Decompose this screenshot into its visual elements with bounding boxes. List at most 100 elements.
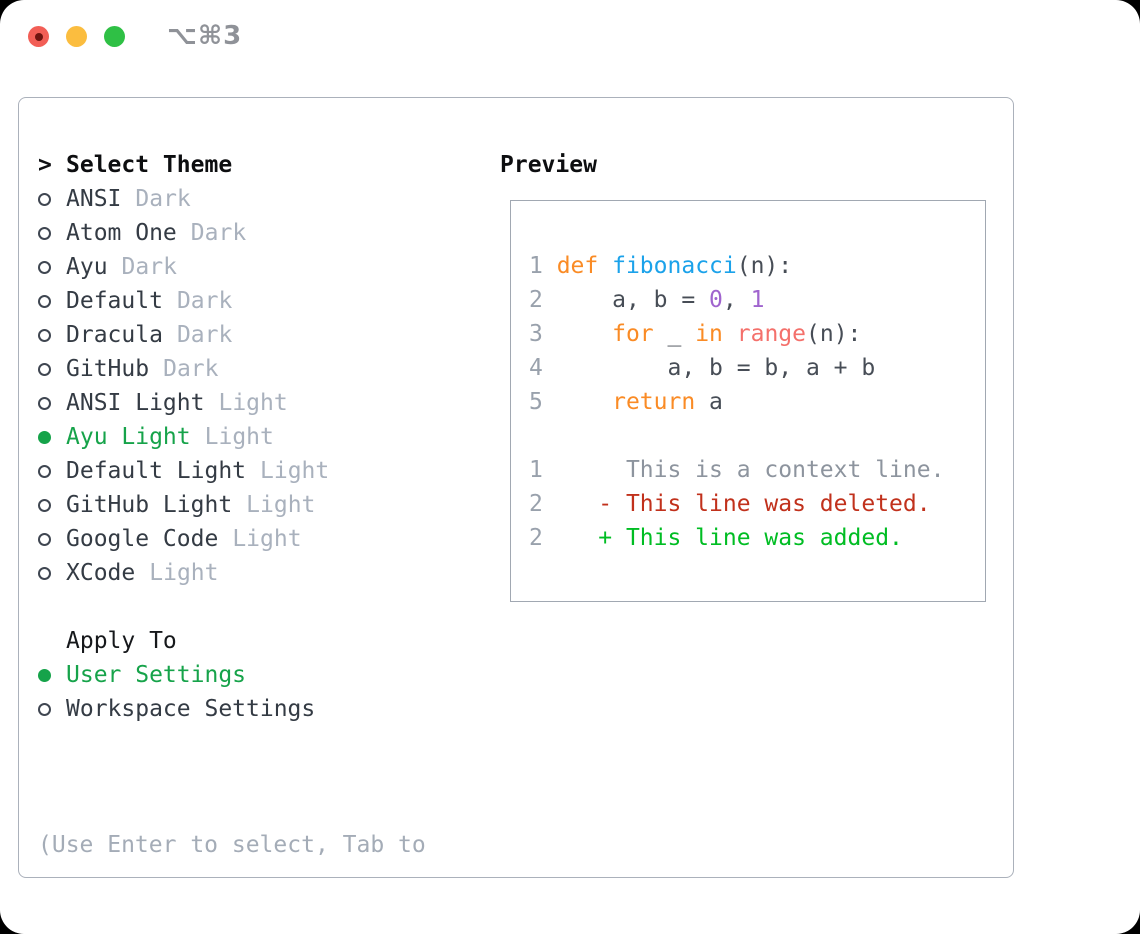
code-segment-add: + This line was added. [556, 525, 903, 551]
code-segment-pl: (n): [806, 321, 862, 347]
radio-icon [38, 226, 51, 240]
code-line: 1 This is a context line. [529, 453, 979, 487]
select-theme-header: > Select Theme [38, 148, 329, 182]
apply-to-option[interactable]: Workspace Settings [38, 692, 329, 726]
traffic-lights [28, 26, 125, 47]
option-label: Workspace Settings [66, 696, 316, 722]
radio-icon [38, 532, 51, 546]
apply-to-option[interactable]: User Settings [38, 658, 329, 692]
code-segment-pl: _ [653, 321, 696, 347]
code-segment-pl [557, 321, 612, 347]
code-segment-pl: (n): [736, 253, 793, 279]
help-line: change focus) [38, 930, 426, 934]
help-line: (Use Enter to select, Tab to [38, 832, 426, 858]
preview-title: Preview [500, 152, 597, 178]
code-segment-kw: return [612, 389, 696, 415]
radio-icon [38, 464, 51, 478]
theme-option[interactable]: ANSI Light Light [38, 386, 329, 420]
code-segment-ln: 1 [529, 253, 557, 279]
theme-variant-tag: Light [204, 424, 274, 450]
theme-variant-tag: Light [218, 390, 288, 416]
radio-icon [38, 192, 51, 206]
option-label: Ayu Light [66, 424, 191, 450]
code-segment-ln: 5 [529, 389, 557, 415]
code-segment-pl: a, b = [556, 287, 710, 313]
code-segment-ln: 1 [529, 457, 557, 483]
option-label: GitHub [66, 356, 150, 382]
minimize-button[interactable] [66, 26, 87, 47]
radio-icon [38, 362, 51, 376]
theme-variant-tag: Light [260, 458, 330, 484]
radio-icon [38, 294, 51, 308]
radio-icon [38, 260, 51, 274]
code-segment-fn: fibonacci [612, 253, 737, 279]
code-line: 5 return a [529, 385, 979, 419]
theme-variant-tag: Dark [135, 186, 191, 212]
theme-variant-tag: Light [232, 526, 302, 552]
code-segment-num: 0 [709, 287, 723, 313]
theme-variant-tag: Dark [176, 322, 233, 348]
theme-variant-tag: Dark [176, 288, 233, 314]
radio-icon [38, 702, 51, 716]
help-text: (Use Enter to select, Tab to change focu… [38, 760, 426, 934]
theme-option[interactable]: Ayu Light Light [38, 420, 329, 454]
radio-selected-icon [38, 668, 51, 682]
code-segment-kw: def [556, 253, 599, 279]
option-label: GitHub Light [66, 492, 233, 518]
code-line: 3 for _ in range(n): [529, 317, 979, 351]
option-label: XCode [66, 560, 136, 586]
theme-option[interactable]: Google Code Light [38, 522, 329, 556]
option-label: ANSI Light [66, 390, 205, 416]
radio-icon [38, 396, 51, 410]
window-shortcut-label: ⌥⌘3 [167, 21, 243, 51]
code-segment-bi: range [736, 321, 806, 347]
theme-variant-tag: Light [149, 560, 219, 586]
code-segment-ln: 3 [529, 321, 557, 347]
theme-option[interactable]: GitHub Light Light [38, 488, 329, 522]
code-segment-pl [598, 253, 612, 279]
apply-to-header: Apply To [38, 624, 329, 658]
code-segment-ln: 2 [529, 491, 557, 517]
code-line: 2 - This line was deleted. [529, 487, 979, 521]
radio-icon [38, 498, 51, 512]
code-segment-kw: for [612, 321, 654, 347]
code-line [529, 419, 979, 453]
theme-variant-tag: Dark [190, 220, 247, 246]
theme-option[interactable]: XCode Light [38, 556, 329, 590]
code-line: 1 def fibonacci(n): [529, 249, 979, 283]
code-segment-ln: 2 [529, 287, 557, 313]
theme-variant-tag: Light [246, 492, 316, 518]
code-line: 2 + This line was added. [529, 521, 979, 555]
code-segment-pl: a [695, 389, 723, 415]
code-segment-pl [723, 321, 737, 347]
code-segment-kw: in [695, 321, 723, 347]
radio-selected-icon [38, 430, 51, 444]
code-line: 4 a, b = b, a + b [529, 351, 979, 385]
zoom-button[interactable] [104, 26, 125, 47]
code-segment-pl: , [722, 287, 751, 313]
code-segment-ln: 2 [529, 525, 557, 551]
option-label: User Settings [66, 662, 247, 688]
close-button[interactable] [28, 26, 49, 47]
select-theme-title: Select Theme [66, 152, 233, 178]
code-segment-pl [557, 389, 612, 415]
code-segment-ctx: This is a context line. [556, 457, 945, 483]
option-label: Ayu [66, 254, 108, 280]
prompt-arrow-icon: > [38, 152, 52, 178]
code-segment-num: 1 [750, 287, 765, 313]
apply-to-title: Apply To [66, 628, 177, 654]
radio-icon [38, 328, 51, 342]
code-segment-pl: a, b = b, a + b [556, 355, 876, 381]
option-label: Google Code [66, 526, 219, 552]
